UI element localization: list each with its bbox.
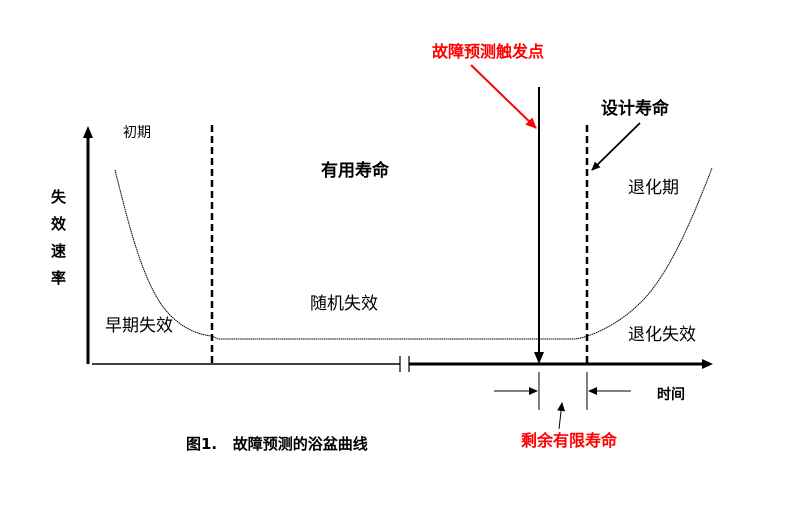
y-axis xyxy=(83,126,93,364)
x-axis-arrow-icon xyxy=(702,359,713,369)
x-axis xyxy=(92,356,713,372)
rul-dimension xyxy=(494,372,631,430)
label-random-failure: 随机失效 xyxy=(310,294,378,314)
arrow-down-icon xyxy=(534,352,544,364)
label-wear-out-failure: 退化失效 xyxy=(628,325,696,345)
label-early-period: 初期 xyxy=(123,125,151,141)
y-axis-label: 失 效 速 率 xyxy=(51,188,67,287)
trigger-pointer-arrow xyxy=(470,64,537,129)
label-early-failure: 早期失效 xyxy=(105,316,173,336)
label-remaining-useful-life: 剩余有限寿命 xyxy=(521,431,618,450)
design-life-pointer-arrow xyxy=(591,122,641,171)
figure-caption: 图1. 故障预测的浴盆曲线 xyxy=(186,435,368,453)
label-wear-out-period: 退化期 xyxy=(628,178,679,198)
label-prognostic-trigger: 故障预测触发点 xyxy=(432,42,545,61)
y-axis-arrow-icon xyxy=(83,126,93,138)
label-design-life: 设计寿命 xyxy=(601,99,669,119)
bathtub-curve xyxy=(114,167,713,340)
prognostic-trigger-line xyxy=(534,87,544,364)
label-useful-life: 有用寿命 xyxy=(321,161,389,181)
x-axis-label: 时间 xyxy=(657,387,685,403)
